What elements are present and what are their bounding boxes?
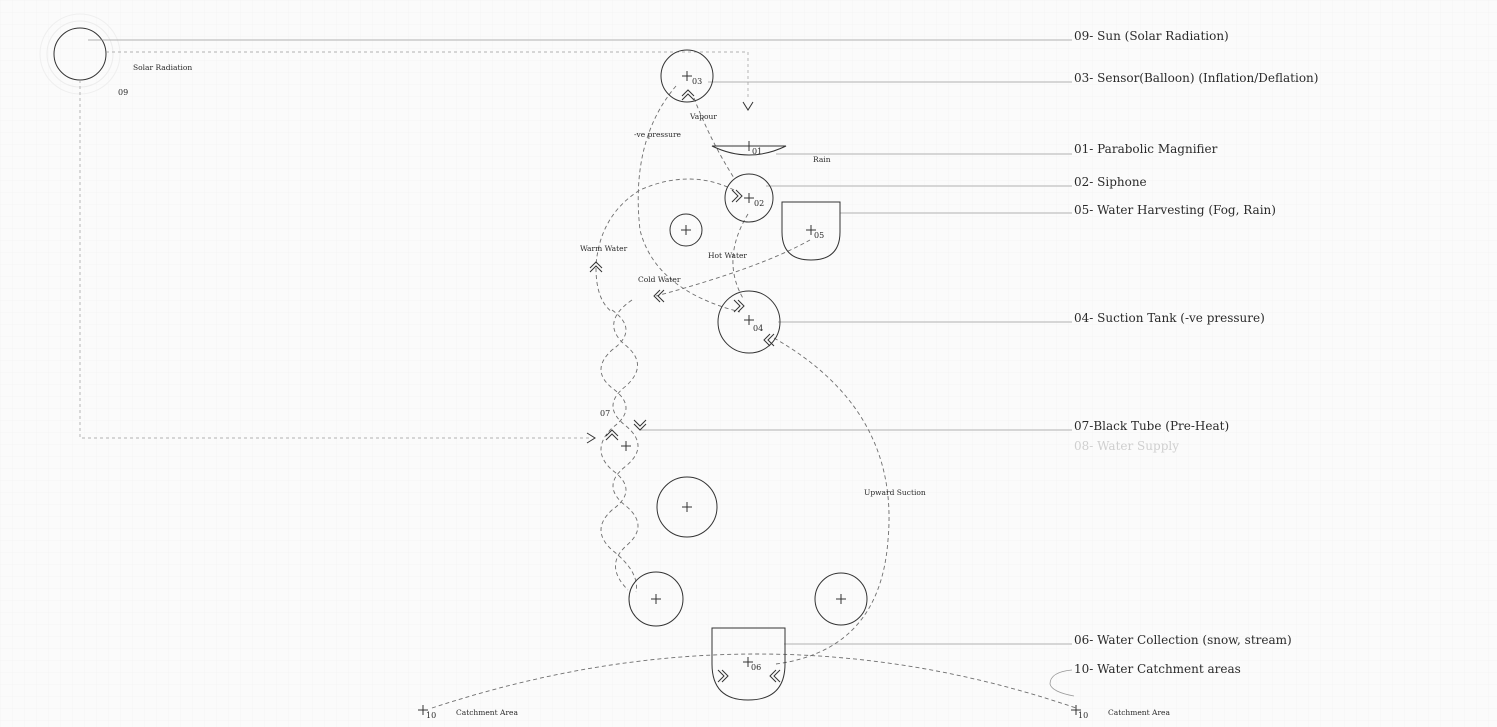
rain-label: Rain [813, 155, 831, 164]
collection-chevron-right-icon [769, 669, 781, 683]
hot-water-path [732, 213, 749, 301]
upward-suction-label: Upward Suction [864, 488, 926, 497]
legend-collection: 06- Water Collection (snow, stream) [1074, 633, 1292, 647]
node-number-06: 06 [751, 663, 761, 672]
plain-circle-lower-left [628, 571, 684, 627]
black-tube-strand-b [612, 299, 639, 591]
warm-water-loop [595, 178, 735, 266]
node-number-04: 04 [753, 324, 763, 333]
plain-circle-upper [669, 213, 703, 247]
vapour-label: Vapour [689, 112, 717, 121]
catchment-area-left-label: Catchment Area [456, 708, 518, 717]
leader-lines [88, 39, 1075, 697]
tube-number: 07 [600, 409, 610, 418]
collection-chevron-left-icon [717, 669, 729, 683]
legend-suction: 04- Suction Tank (-ve pressure) [1074, 311, 1265, 325]
cold-water-path [655, 239, 811, 297]
cold-water-label: Cold Water [638, 275, 681, 284]
solar-arrow-down [742, 101, 754, 111]
suction-tank-circle [717, 290, 781, 354]
plain-circle-lower-right [814, 572, 868, 626]
legend-magnifier: 01- Parabolic Magnifier [1074, 142, 1218, 156]
water-collection-vessel [711, 627, 786, 701]
suction-outlet-chevron-icon [763, 333, 775, 347]
sensor-balloon-circle [660, 49, 714, 103]
node-number-05: 05 [814, 231, 824, 240]
suction-chevron-icon [733, 299, 745, 313]
plain-circle-middle-plus-icon [682, 502, 692, 512]
solar-arrow-right [586, 432, 596, 444]
ve-pressure-label: -ve pressure [634, 130, 682, 139]
plain-circle-upper-plus-icon [681, 225, 691, 235]
node-number-02: 02 [754, 199, 764, 208]
warm-water-chevron-icon [589, 261, 603, 273]
siphone-plus-icon [744, 193, 754, 203]
magnifier-plus-icon [744, 141, 754, 151]
legend-siphone: 02- Siphone [1074, 175, 1147, 189]
water-harvesting-vessel [781, 201, 841, 261]
sensor-plus-icon [682, 71, 692, 81]
collection-plus-icon [743, 657, 753, 667]
legend-water-supply: 08- Water Supply [1074, 439, 1179, 453]
plain-circle-middle [656, 476, 718, 538]
suction-plus-icon [744, 315, 754, 325]
catchment-left-plus-icon [418, 705, 428, 715]
node-number-03: 03 [692, 77, 702, 86]
legend-sensor: 03- Sensor(Balloon) (Inflation/Deflation… [1074, 71, 1318, 85]
parabolic-magnifier [711, 145, 787, 156]
warm-water-label: Warm Water [580, 244, 628, 253]
legend-catchment: 10- Water Catchment areas [1074, 662, 1241, 676]
legend-black-tube: 07-Black Tube (Pre-Heat) [1074, 419, 1229, 433]
node-number-01: 01 [752, 147, 762, 156]
hot-water-label: Hot Water [708, 251, 747, 260]
negative-pressure-path [637, 85, 741, 313]
siphone-circle [724, 173, 774, 223]
upward-suction-path [773, 337, 890, 665]
catchment-area-right-label: Catchment Area [1108, 708, 1170, 717]
tube-plus-icon [621, 441, 631, 451]
black-tube-strand-a [600, 309, 637, 593]
catchment-right-plus-icon [1071, 705, 1081, 715]
plain-circle-lower-right-plus-icon [836, 594, 846, 604]
legend-harvesting: 05- Water Harvesting (Fog, Rain) [1074, 203, 1276, 217]
siphone-chevron-icon [731, 189, 743, 203]
cold-water-chevron-icon [653, 289, 665, 303]
harvesting-plus-icon [806, 225, 816, 235]
tube-chevron-up-icon [605, 429, 619, 441]
plain-circle-lower-left-plus-icon [651, 594, 661, 604]
solar-radiation-label: Solar Radiation [133, 63, 192, 72]
vapour-path [693, 97, 735, 179]
tube-chevron-down-icon [633, 419, 647, 431]
solar-radiation-path [79, 51, 749, 439]
warm-water-down [595, 267, 613, 313]
sun-number: 09 [118, 88, 128, 97]
node-number-10-left: 10 [426, 711, 436, 720]
sensor-chevron-icon [681, 89, 695, 101]
node-number-10-right: 10 [1078, 711, 1088, 720]
legend-sun: 09- Sun (Solar Radiation) [1074, 29, 1229, 43]
catchment-arc [431, 653, 1077, 709]
